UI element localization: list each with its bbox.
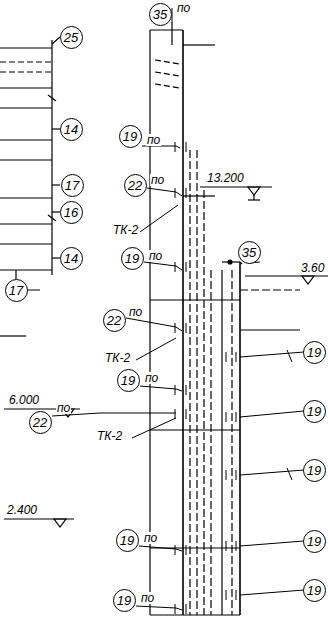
- callout-text: 14: [64, 123, 78, 136]
- annotation: ТК-2: [104, 352, 131, 364]
- callout-number: 19: [303, 579, 326, 602]
- annotation: по: [146, 134, 161, 146]
- callout-text: 22: [33, 416, 47, 429]
- callout-text: 19: [307, 535, 321, 548]
- annotation: по: [140, 592, 155, 604]
- annotation: ТК-2: [96, 430, 123, 442]
- annotation: по: [143, 532, 158, 544]
- annotation: по: [148, 250, 163, 262]
- callout-number: 19: [303, 459, 326, 482]
- callout-text: 22: [128, 179, 142, 192]
- annotation: по: [128, 306, 143, 318]
- callout-number: 25: [60, 26, 83, 49]
- callout-number: 14: [60, 247, 83, 270]
- callout-text: 35: [153, 8, 167, 21]
- callout-text: 19: [307, 405, 321, 418]
- callout-number: 19: [303, 400, 326, 423]
- callout-text: 35: [242, 246, 256, 259]
- callout-number: 19: [303, 530, 326, 553]
- left-wall-fragment: [0, 37, 60, 336]
- callout-text: 19: [125, 252, 139, 265]
- annotation: по: [150, 174, 165, 186]
- callout-number: 19: [117, 369, 140, 392]
- annotation: по: [144, 372, 159, 384]
- annotation: по: [56, 402, 71, 414]
- callout-text: 25: [64, 31, 78, 44]
- callout-text: 17: [65, 179, 79, 192]
- callout-text: 19: [307, 464, 321, 477]
- callout-text: 19: [117, 594, 131, 607]
- callout-number: 19: [119, 125, 142, 148]
- level-mark: 13.200: [206, 172, 245, 184]
- leader-lines: [26, 8, 304, 610]
- callout-number: 16: [60, 201, 83, 224]
- callout-number: 35: [149, 3, 172, 26]
- callout-number: 17: [61, 174, 84, 197]
- callout-text: 19: [307, 584, 321, 597]
- level-mark: 3.60: [300, 262, 325, 274]
- level-mark: 6.000: [8, 394, 40, 406]
- callout-text: 19: [123, 130, 137, 143]
- annotation: по: [176, 2, 191, 14]
- callout-text: 19: [307, 346, 321, 359]
- level-marks: [4, 187, 328, 527]
- callout-text: 17: [9, 284, 23, 297]
- column: [150, 22, 300, 615]
- annotation: ТК-2: [112, 224, 139, 236]
- callout-number: 22: [29, 411, 52, 434]
- callout-number: 17: [5, 279, 28, 302]
- callout-number: 14: [60, 118, 83, 141]
- callout-text: 16: [64, 206, 78, 219]
- callout-text: 19: [121, 374, 135, 387]
- callout-number: 22: [124, 174, 147, 197]
- callout-number: 35: [238, 241, 261, 264]
- callout-text: 22: [107, 314, 121, 327]
- callout-number: 19: [113, 589, 136, 612]
- callout-number: 19: [303, 341, 326, 364]
- callout-text: 19: [120, 534, 134, 547]
- callout-number: 19: [121, 247, 144, 270]
- callout-number: 22: [103, 309, 126, 332]
- callout-text: 14: [64, 252, 78, 265]
- callout-number: 19: [116, 529, 139, 552]
- level-mark: 2.400: [6, 504, 38, 516]
